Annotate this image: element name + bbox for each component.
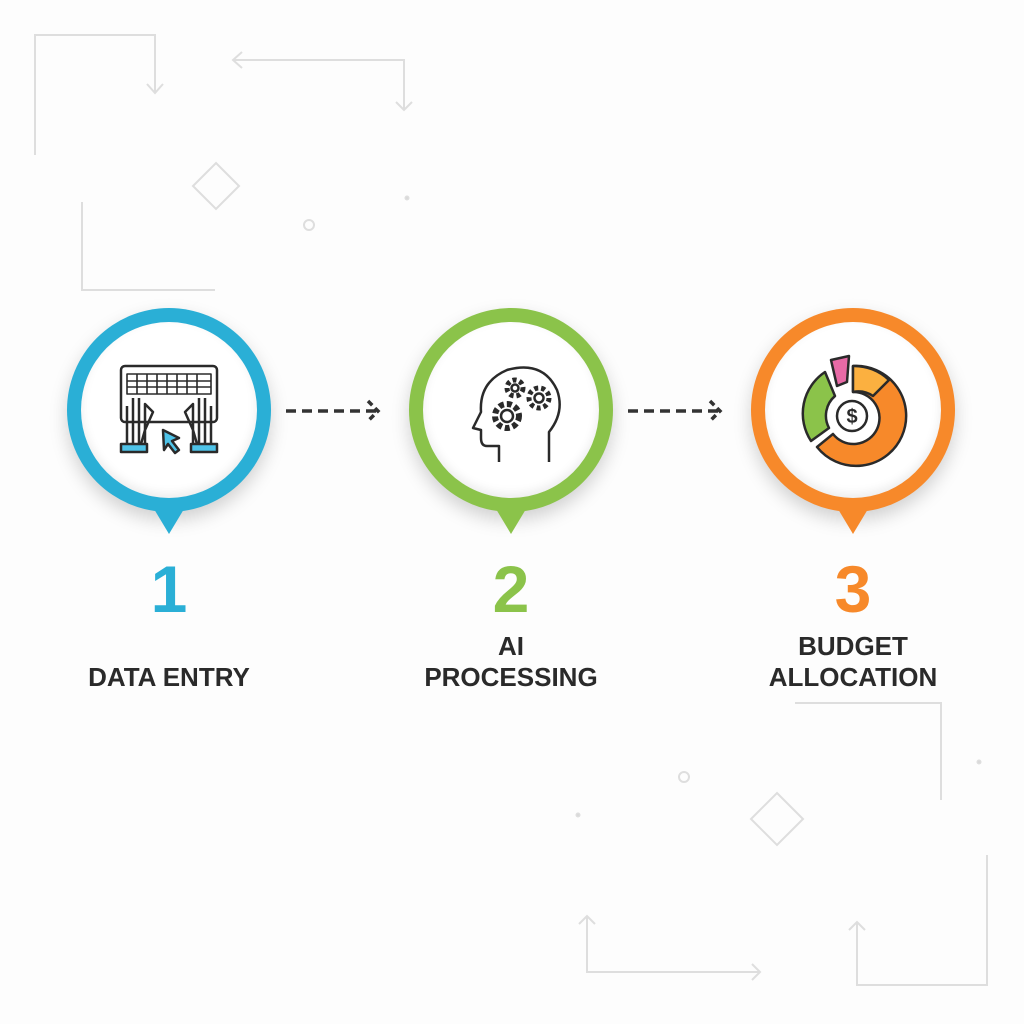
marker-pointer	[493, 504, 529, 534]
keyboard-typing-icon	[119, 364, 219, 455]
svg-text:$: $	[846, 406, 857, 428]
step-1-marker	[67, 308, 271, 534]
step-number: 1	[150, 552, 188, 626]
step-2-marker	[409, 308, 613, 534]
step-number: 2	[492, 552, 530, 626]
dashed-arrow-icon	[628, 399, 723, 423]
marker-pointer	[835, 504, 871, 534]
step-label-line-1: AI	[498, 631, 524, 661]
step-label-line-2: ALLOCATION	[768, 662, 938, 692]
marker-pointer	[151, 504, 187, 534]
step-label-line-2: PROCESSING	[424, 662, 598, 692]
budget-donut-chart-icon: $	[801, 354, 908, 468]
dashed-arrow-icon	[286, 399, 381, 423]
step-label-line-1: BUDGET	[798, 631, 908, 661]
brain-gears-icon	[471, 366, 561, 462]
step-label: DATA ENTRY	[88, 662, 250, 692]
step-3-marker: $	[751, 308, 955, 534]
step-number: 3	[834, 552, 872, 626]
